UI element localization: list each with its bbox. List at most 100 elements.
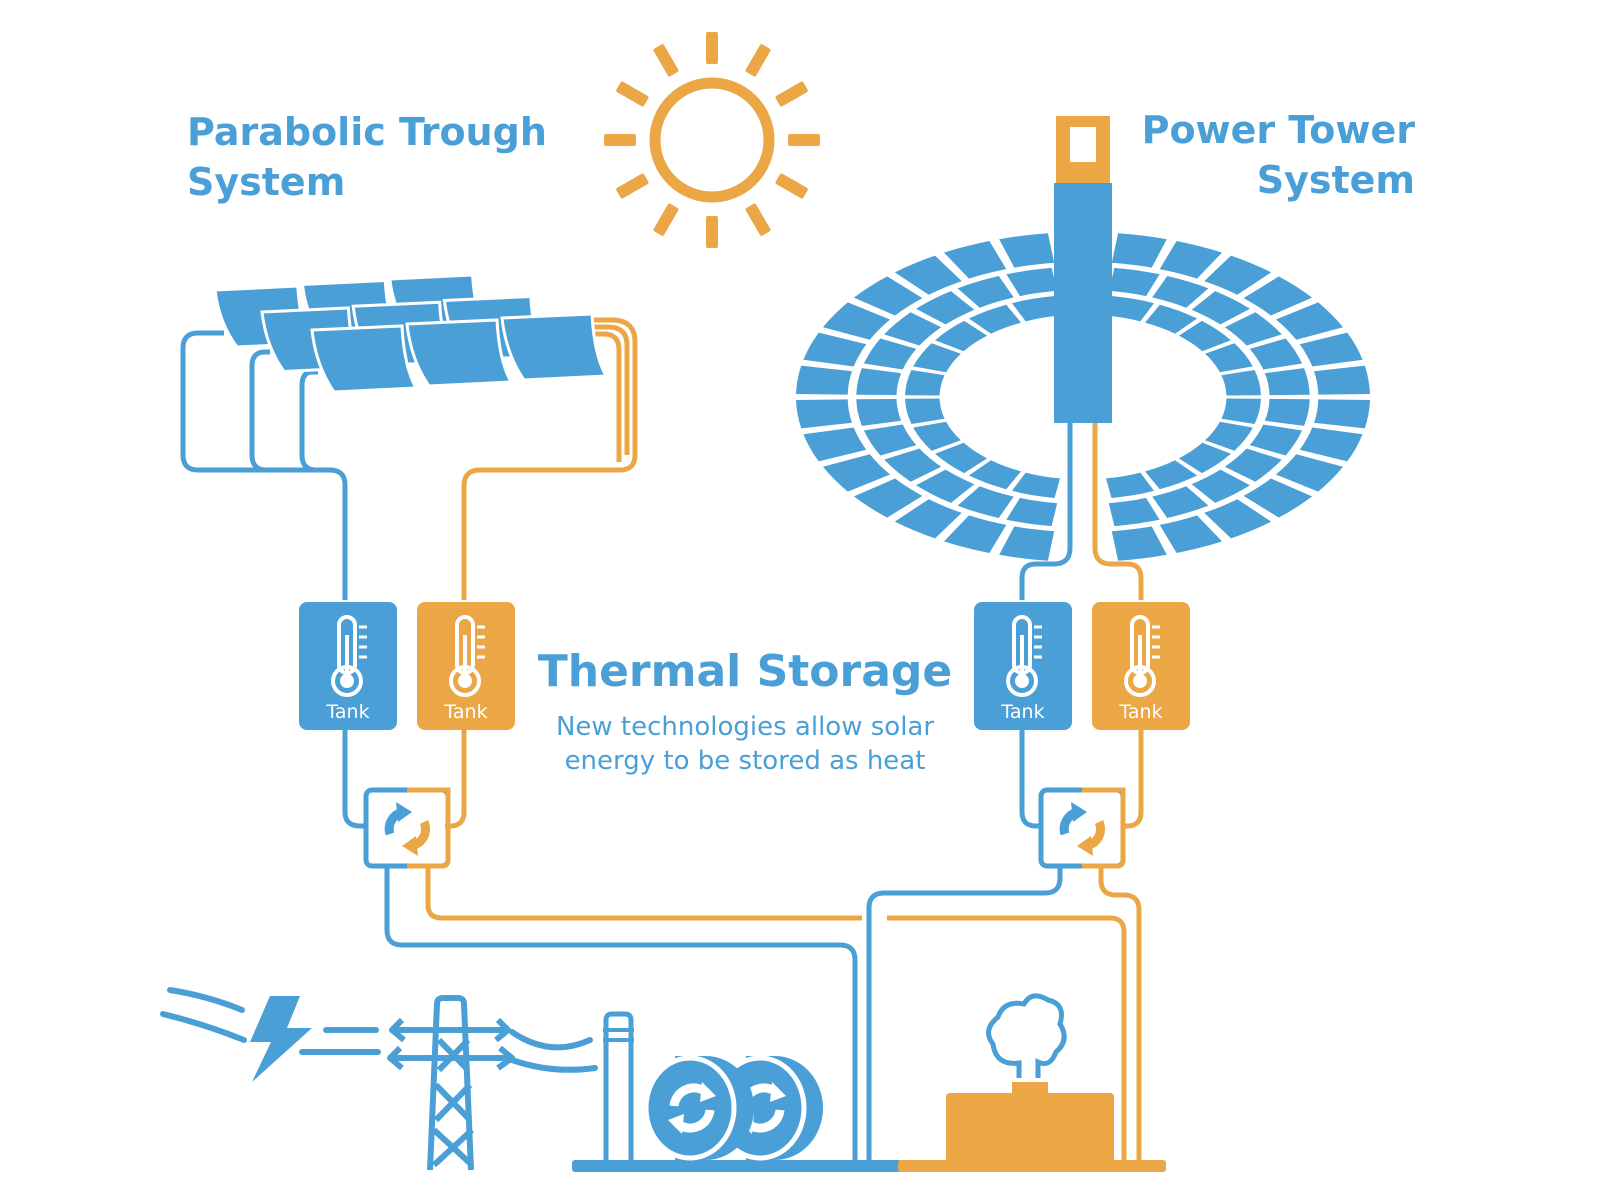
heat-exchanger-icon bbox=[363, 787, 451, 869]
sun-ray bbox=[604, 134, 636, 146]
heliostat-mirror bbox=[1314, 399, 1370, 429]
sun-ray bbox=[616, 173, 649, 199]
trough-panel bbox=[405, 318, 514, 388]
heliostat-mirror bbox=[957, 486, 1014, 518]
parabolic-trough-collectors bbox=[213, 273, 609, 394]
heliostat-mirror bbox=[1249, 338, 1303, 370]
heliostat-mirror bbox=[823, 454, 891, 492]
heliostat-mirror bbox=[803, 332, 867, 367]
sun-ray bbox=[788, 134, 820, 146]
heliostat-mirror bbox=[884, 312, 942, 346]
heliostat-mirror bbox=[856, 368, 902, 396]
tank-trough-cold: Tank bbox=[299, 602, 397, 730]
heliostat-mirror bbox=[1205, 343, 1253, 373]
thermal-storage-desc-line2: energy to be stored as heat bbox=[565, 746, 926, 776]
heliostat-mirror bbox=[1012, 472, 1060, 498]
heliostat-mirror bbox=[1275, 302, 1343, 340]
transmission-wires bbox=[160, 987, 598, 1073]
heliostat-mirror bbox=[1111, 233, 1167, 268]
heliostat-mirror bbox=[803, 427, 867, 462]
heliostat-mirror bbox=[1243, 478, 1313, 518]
steam-generator bbox=[946, 1082, 1114, 1163]
sun-ray bbox=[706, 32, 718, 64]
power-tower-title-line2: System bbox=[1257, 158, 1415, 202]
sun-ray bbox=[745, 44, 771, 77]
heliostat-mirror bbox=[935, 442, 988, 474]
heliostat-mirror bbox=[1152, 486, 1209, 518]
power-block-pipes bbox=[384, 866, 1142, 1165]
heliostat-mirror bbox=[968, 304, 1021, 334]
heliostat-mirror bbox=[1299, 332, 1363, 367]
heliostat-mirror bbox=[905, 370, 945, 396]
sun-ray bbox=[653, 44, 679, 77]
thermal-storage-desc-line1: New technologies allow solar bbox=[556, 712, 934, 742]
steam-icon bbox=[986, 993, 1067, 1078]
heliostat-mirror bbox=[999, 233, 1055, 268]
heliostat-mirror bbox=[1264, 368, 1310, 396]
heliostat-mirror bbox=[1159, 515, 1222, 553]
heliostat-mirror bbox=[823, 302, 891, 340]
tank-label: Tank bbox=[325, 701, 369, 723]
sun-ray bbox=[775, 173, 808, 199]
sun-ray bbox=[616, 81, 649, 107]
heliostat-mirror bbox=[1243, 276, 1313, 316]
heliostat-mirror bbox=[1204, 499, 1272, 539]
tank-label: Tank bbox=[443, 701, 487, 723]
sun-ray bbox=[775, 81, 808, 107]
heliostat-mirror bbox=[916, 469, 975, 503]
heliostat-mirror bbox=[913, 343, 961, 373]
sun-icon bbox=[604, 32, 820, 248]
heliostat-mirror bbox=[863, 424, 917, 456]
heliostat-mirror bbox=[1191, 291, 1250, 325]
heliostat-mirror bbox=[913, 421, 961, 451]
power-tower-title-line1: Power Tower bbox=[1142, 108, 1416, 152]
parabolic-trough-title-line2: System bbox=[187, 160, 345, 204]
heliostat-mirror bbox=[796, 365, 852, 395]
heliostat-mirror bbox=[999, 526, 1055, 561]
heliostat-mirror bbox=[1191, 469, 1250, 503]
heliostat-mirror bbox=[944, 241, 1007, 279]
heliostat-mirror bbox=[944, 515, 1007, 553]
heliostat-mirror bbox=[1145, 304, 1198, 334]
tank-tower-hot: Tank bbox=[1092, 602, 1190, 730]
heliostat-mirror bbox=[1224, 448, 1282, 482]
tank-tower-cold: Tank bbox=[974, 602, 1072, 730]
heliostat-mirror bbox=[957, 276, 1014, 308]
heliostat-mirror bbox=[1178, 442, 1231, 474]
trough-panel bbox=[500, 312, 609, 382]
heliostat-mirror bbox=[1299, 427, 1363, 462]
heliostat-mirror bbox=[853, 276, 923, 316]
heliostat-mirror bbox=[863, 338, 917, 370]
heliostat-mirror bbox=[884, 448, 942, 482]
heliostat-mirror bbox=[1108, 267, 1160, 297]
trough-panel bbox=[310, 324, 419, 394]
thermal-storage-title: Thermal Storage bbox=[538, 646, 953, 697]
sun-ray bbox=[653, 203, 679, 236]
heliostat-mirror bbox=[1111, 526, 1167, 561]
heliostat-mirror bbox=[1221, 370, 1261, 396]
exchanger-pipes bbox=[342, 730, 1144, 829]
heliostat-mirror bbox=[1224, 312, 1282, 346]
turbine-icon bbox=[603, 1011, 823, 1161]
ground-line-blue bbox=[572, 1160, 902, 1172]
tank-trough-hot: Tank bbox=[417, 602, 515, 730]
tank-label: Tank bbox=[1118, 701, 1162, 723]
heliostat-field bbox=[796, 233, 1370, 561]
sun-ray bbox=[706, 216, 718, 248]
heliostat-mirror bbox=[916, 291, 975, 325]
heliostat-mirror bbox=[1106, 296, 1154, 322]
parabolic-trough-title-line1: Parabolic Trough bbox=[187, 110, 547, 154]
heliostat-mirror bbox=[1006, 267, 1058, 297]
heliostat-mirror bbox=[1012, 296, 1060, 322]
heliostat-mirror bbox=[1264, 398, 1310, 426]
power-pylon-icon bbox=[387, 995, 515, 1171]
heat-exchanger-icon bbox=[1038, 787, 1126, 869]
heliostat-mirror bbox=[1006, 497, 1058, 527]
heliostat-mirror bbox=[894, 499, 962, 539]
heliostat-mirror bbox=[1314, 365, 1370, 395]
power-tower bbox=[1054, 116, 1112, 423]
heliostat-mirror bbox=[1159, 241, 1222, 279]
heliostat-mirror bbox=[1145, 460, 1198, 490]
heliostat-mirror bbox=[856, 398, 902, 426]
